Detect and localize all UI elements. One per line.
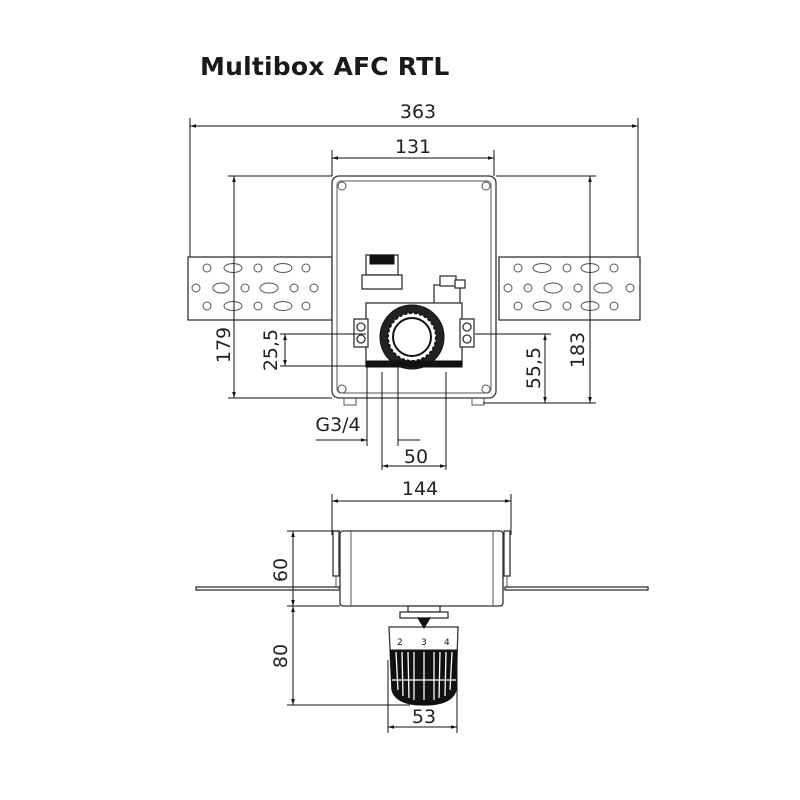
dimension-label: 183 bbox=[567, 332, 589, 368]
dimension-knob-projection: 80 bbox=[270, 606, 410, 706]
thread-label: G3/4 bbox=[315, 414, 360, 436]
dimension-box-width: 131 bbox=[331, 136, 495, 176]
multibox-housing bbox=[331, 175, 497, 406]
mounting-strap-left bbox=[187, 256, 333, 321]
dimension-label: 144 bbox=[402, 478, 438, 500]
side-view: 144 2 3 4 bbox=[195, 478, 649, 733]
drawing-title: Multibox AFC RTL bbox=[200, 52, 450, 81]
dimension-label: 25,5 bbox=[260, 329, 282, 371]
wall-plate-right bbox=[504, 586, 649, 591]
scale-mark: 2 bbox=[397, 638, 403, 648]
valve-assembly bbox=[353, 254, 475, 370]
front-view: 363 131 bbox=[187, 101, 641, 470]
dimension-label: 50 bbox=[404, 446, 428, 468]
dimension-box-depth: 60 bbox=[270, 530, 340, 607]
dimension-label: 363 bbox=[400, 101, 436, 123]
dimension-thread-and-spacing: G3/4 50 bbox=[315, 366, 447, 470]
dimension-label: 131 bbox=[395, 136, 431, 158]
dimension-label: 55,5 bbox=[523, 347, 545, 389]
mounting-strap-right bbox=[498, 256, 641, 321]
dimension-label: 60 bbox=[270, 558, 292, 582]
dimension-label: 179 bbox=[213, 327, 235, 363]
dimension-left-height: 179 bbox=[213, 175, 332, 399]
thermostat-knob: 2 3 4 bbox=[388, 605, 459, 706]
dimension-overall-width: 363 bbox=[189, 101, 639, 258]
dimension-knob-diameter: 53 bbox=[387, 660, 458, 733]
dimension-connection-offset: 55,5 bbox=[475, 333, 551, 403]
dimension-side-width: 144 bbox=[331, 478, 512, 535]
dimension-label: 80 bbox=[270, 644, 292, 668]
scale-mark: 4 bbox=[444, 638, 450, 648]
dimension-connection-height: 25,5 bbox=[260, 329, 398, 371]
dimension-right-height: 183 bbox=[483, 175, 596, 404]
housing-side bbox=[332, 530, 511, 607]
dimension-label: 53 bbox=[412, 706, 436, 728]
scale-mark: 3 bbox=[421, 638, 427, 648]
